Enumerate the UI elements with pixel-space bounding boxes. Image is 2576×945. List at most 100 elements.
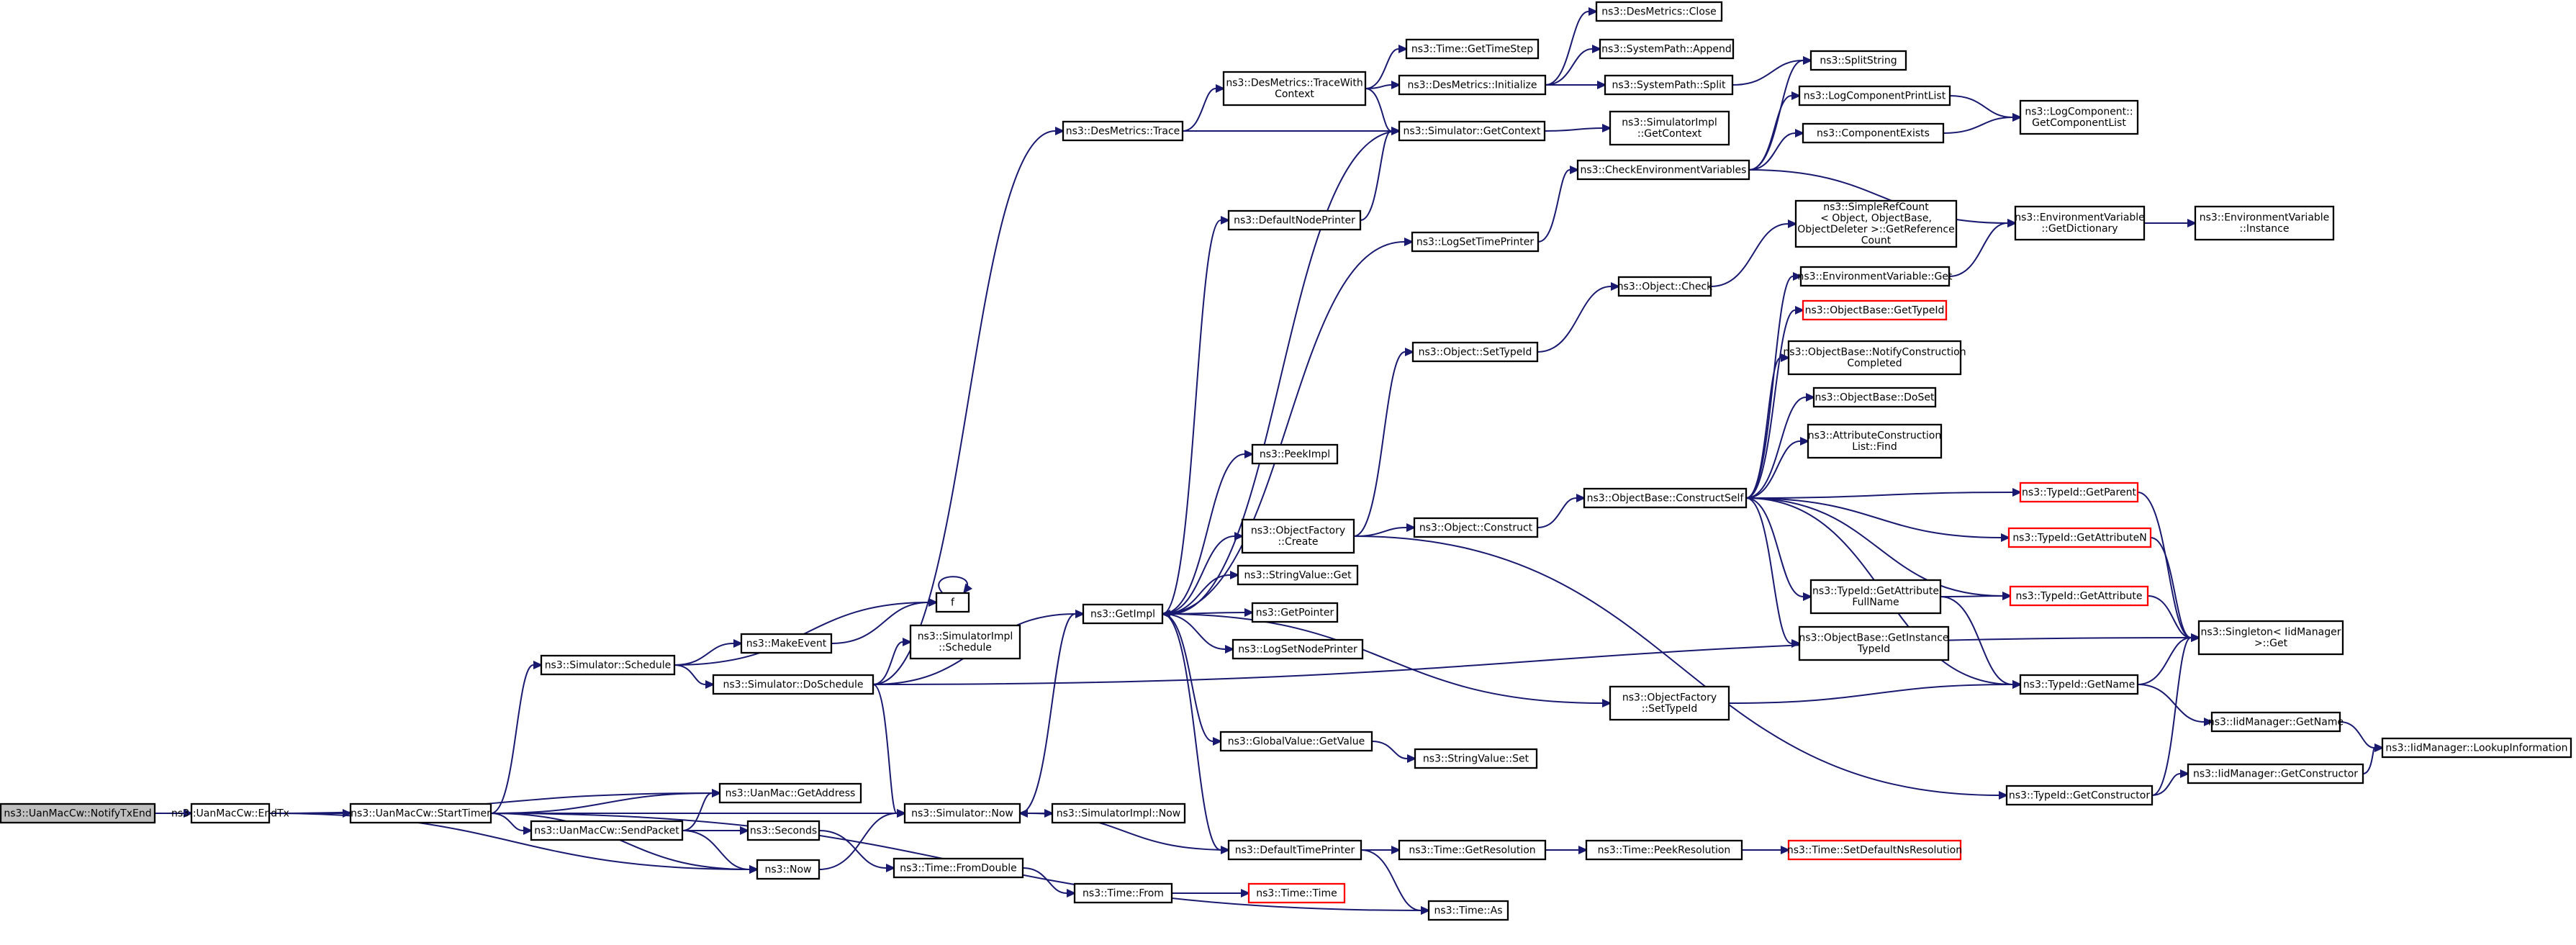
node-desinitialize[interactable]: ns3::DesMetrics::Initialize [1398,74,1547,96]
node-label: ns3::ObjectBase::GetTypeId [1805,304,1945,316]
node-getcontext[interactable]: ns3::Simulator::GetContext [1398,120,1546,142]
node-defaultnodeprinter[interactable]: ns3::DefaultNodePrinter [1227,209,1362,231]
node-box [1812,386,1937,408]
node-label: ns3::SystemPath::Append [1601,43,1732,55]
node-endtx[interactable]: ns3::UanMacCw::EndTx [171,802,289,824]
node-objbasegettypeid[interactable]: ns3::ObjectBase::GetTypeId [1802,299,1948,321]
edge-doschedule-to-destrace [872,126,1065,685]
node-destrace[interactable]: ns3::DesMetrics::Trace [1062,120,1184,142]
node-peekresolution[interactable]: ns3::Time::PeekResolution [1585,839,1743,861]
edge-arrowhead [2012,112,2023,122]
edge-arrowhead [1788,219,1798,229]
node-setdefaultnsres[interactable]: ns3::Time::SetDefaultNsResolution [1787,839,1962,861]
node-f[interactable]: f [935,592,970,613]
edge-line [490,792,713,814]
node-sendpacket[interactable]: ns3::UanMacCw::SendPacket [530,820,684,841]
node-typeidgetattr[interactable]: ns3::TypeId::GetAttribute [2009,585,2149,607]
node-factorycreate[interactable]: ns3::ObjectFactory::Create [1241,518,1355,554]
node-simimplnow[interactable]: ns3::SimulatorImpl::Now [1051,802,1186,824]
node-typeidgetname[interactable]: ns3::TypeId::GetName [2019,674,2139,695]
node-simimplgetcontext[interactable]: ns3::SimulatorImpl::GetContext [1609,110,1730,146]
node-label: ObjectDeleter >::GetReference [1797,224,1954,235]
node-getimpl[interactable]: ns3::GetImpl [1082,603,1164,625]
node-stringvalueset[interactable]: ns3::StringValue::Set [1414,748,1538,769]
node-getresolution[interactable]: ns3::Time::GetResolution [1398,839,1547,861]
node-label: ns3::IidManager::GetConstructor [2193,768,2358,779]
node-getpointer[interactable]: ns3::GetPointer [1251,602,1339,623]
node-timefrom[interactable]: ns3::Time::From [1073,882,1173,904]
node-envinstance[interactable]: ns3::EnvironmentVariable::Instance [2194,205,2335,241]
edge-line [1949,95,2013,118]
node-getaddress[interactable]: ns3::UanMac::GetAddress [718,782,862,804]
node-timeas[interactable]: ns3::Time::As [1427,900,1509,921]
node-globalvalueget[interactable]: ns3::GlobalValue::GetValue [1219,731,1373,752]
node-notifytxend[interactable]: ns3::UanMacCw::NotifyTxEnd [0,802,156,824]
node-singletonget[interactable]: ns3::Singleton< IidManager>::Get [2197,620,2344,656]
node-objsettypeid[interactable]: ns3::Object::SetTypeId [1411,341,1539,363]
node-pathappend[interactable]: ns3::SystemPath::Append [1599,38,1735,60]
node-desclose[interactable]: ns3::DesMetrics::Close [1595,1,1723,22]
edge-getresolution-to-peekresolution [1545,845,1588,855]
node-compexists[interactable]: ns3::ComponentExists [1802,122,1945,144]
node-box [1414,748,1538,769]
node-splitstring[interactable]: ns3::SplitString [1809,50,1907,71]
node-checkenv[interactable]: ns3::CheckEnvironmentVariables [1576,159,1750,181]
node-typeidgetparent[interactable]: ns3::TypeId::GetParent [2019,481,2139,503]
node-iidgetname[interactable]: ns3::IidManager::GetName [2208,711,2344,733]
edge-sendpacket-to-now [682,830,759,874]
node-makeevent[interactable]: ns3::MakeEvent [740,633,833,654]
node-fromdouble[interactable]: ns3::Time::FromDouble [892,857,1024,879]
edge-line [1365,48,1399,89]
node-factorysettypeid[interactable]: ns3::ObjectFactory::SetTypeId [1609,685,1730,721]
edge-arrowhead [1241,888,1251,898]
node-iidgetconstructor[interactable]: ns3::IidManager::GetConstructor [2187,763,2364,785]
node-envgetdict[interactable]: ns3::EnvironmentVariable::GetDictionary [2014,205,2146,241]
node-timegetstep[interactable]: ns3::Time::GetTimeStep [1405,38,1540,60]
node-peekimpl[interactable]: ns3::PeekImpl [1251,443,1339,465]
node-now[interactable]: ns3::Now [756,859,821,880]
node-envget[interactable]: ns3::EnvironmentVariable::Get [1798,266,1953,287]
edge-line [1162,574,1231,615]
node-defaulttimeprinter[interactable]: ns3::DefaultTimePrinter [1227,839,1362,861]
node-doschedule[interactable]: ns3::Simulator::DoSchedule [712,674,875,695]
node-notifyconstruction[interactable]: ns3::ObjectBase::NotifyConstructionCompl… [1783,340,1966,376]
node-box [1802,299,1948,321]
edge-arrowhead [1592,44,1602,54]
node-constructself[interactable]: ns3::ObjectBase::ConstructSelf [1583,487,1748,509]
node-pathsplit[interactable]: ns3::SystemPath::Split [1604,74,1734,96]
node-label: Context [1275,89,1314,100]
edge-destrace-to-tracewithcontext [1182,83,1226,132]
node-objcheck[interactable]: ns3::Object::Check [1617,276,1713,297]
node-logcompprintlist[interactable]: ns3::LogComponentPrintList [1798,85,1951,107]
node-typeidgetattrn[interactable]: ns3::TypeId::GetAttributeN [2007,527,2152,548]
node-stringvalueget[interactable]: ns3::StringValue::Get [1237,564,1359,586]
node-getcomplist[interactable]: ns3::LogComponent::GetComponentList [2019,99,2139,135]
node-starttimer[interactable]: ns3::UanMacCw::StartTimer [349,802,492,824]
edge-simnow-to-getimpl [1019,609,1085,814]
node-box [1427,900,1509,921]
node-timetime[interactable]: ns3::Time::Time [1247,882,1346,904]
edge-getattrfullname-to-typeidgetname [1940,596,2023,689]
node-objbasedoset[interactable]: ns3::ObjectBase::DoSet [1812,386,1937,408]
node-iidlookup[interactable]: ns3::IidManager::LookupInformation [2381,737,2572,759]
edge-arrowhead [2187,218,2197,228]
node-box [190,802,271,824]
edge-arrowhead [2012,487,2023,497]
node-simimplschedule[interactable]: ns3::SimulatorImpl::Schedule [909,624,1021,660]
node-logsetnodeprinter[interactable]: ns3::LogSetNodePrinter [1231,638,1364,660]
edge-constructself-to-notifyconstruction [1745,353,1791,499]
node-seconds[interactable]: ns3::Seconds [746,820,821,841]
node-typeidgetconstructor[interactable]: ns3::TypeId::GetConstructor [2005,785,2154,806]
node-objconstruct[interactable]: ns3::Object::Construct [1413,517,1539,538]
node-simplerefcount[interactable]: ns3::SimpleRefCount< Object, ObjectBase,… [1794,199,1958,248]
node-box [1802,122,1945,144]
node-logsettimeprinter[interactable]: ns3::LogSetTimePrinter [1411,231,1540,253]
node-schedule[interactable]: ns3::Simulator::Schedule [540,654,676,676]
node-simnow[interactable]: ns3::Simulator::Now [903,802,1021,824]
node-label: ns3::LogSetNodePrinter [1238,643,1357,655]
node-label: ns3::DesMetrics::Trace [1066,125,1180,137]
